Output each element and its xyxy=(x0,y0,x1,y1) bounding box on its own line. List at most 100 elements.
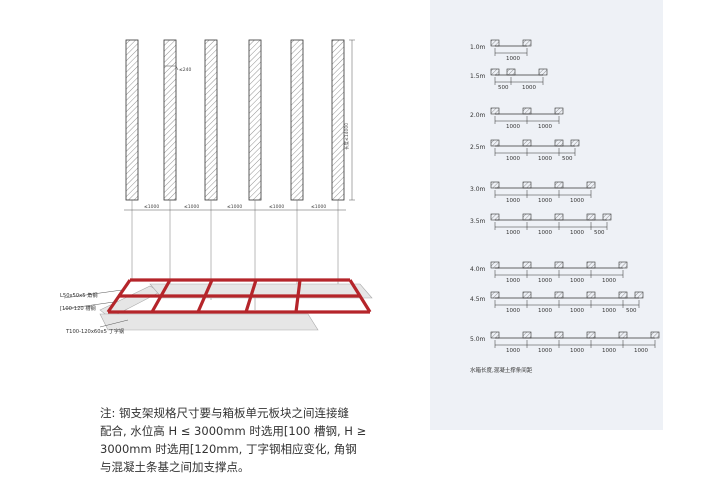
concrete-strip xyxy=(570,139,580,147)
spacing-3: ≤1000 xyxy=(227,204,242,210)
concrete-strip xyxy=(522,261,532,269)
dimension-value: 500 xyxy=(594,230,605,236)
concrete-strip xyxy=(554,291,564,299)
concrete-strip xyxy=(490,213,500,221)
concrete-strip xyxy=(538,68,548,76)
panel-5 xyxy=(290,39,304,201)
dimension-value: 1000 xyxy=(570,278,584,284)
dimension-value: 1000 xyxy=(506,348,520,354)
panel-columns xyxy=(125,39,345,201)
dimension-value: 1000 xyxy=(506,56,520,62)
gap-label: ≤240 xyxy=(179,67,191,73)
row-length-label: 4.5m xyxy=(470,296,486,303)
concrete-strip xyxy=(490,291,500,299)
dimension-value: 1000 xyxy=(602,308,616,314)
dimension-value: 1000 xyxy=(506,278,520,284)
panel-2 xyxy=(163,39,177,201)
spacing-2: ≤1000 xyxy=(184,204,199,210)
row-length-label: 4.0m xyxy=(470,266,486,273)
concrete-strip xyxy=(522,39,532,47)
row-length-label: 2.5m xyxy=(470,144,486,151)
angle-steel-label: L50x50x5 角钢 xyxy=(60,291,98,299)
dimension-value: 1000 xyxy=(538,278,552,284)
concrete-strip xyxy=(490,331,500,339)
channel-steel-label: [100-120 槽钢 xyxy=(60,304,96,312)
concrete-strip xyxy=(650,331,660,339)
dimension-value: 1000 xyxy=(506,198,520,204)
concrete-strip xyxy=(490,107,500,115)
concrete-strip xyxy=(586,261,596,269)
dimension-value: 500 xyxy=(626,308,637,314)
dimension-value: 1000 xyxy=(506,308,520,314)
concrete-strip xyxy=(618,291,628,299)
row-length-label: 1.0m xyxy=(470,44,486,51)
dimension-value: 500 xyxy=(498,85,509,91)
dimension-value: 1000 xyxy=(602,278,616,284)
concrete-strip xyxy=(586,331,596,339)
concrete-strip xyxy=(522,181,532,189)
concrete-strip xyxy=(618,261,628,269)
row-length-label: 5.0m xyxy=(470,336,486,343)
steel-frame-diagram: ≤240 长度≤14000 ≤1000 ≤1000 ≤1000 ≤1000 ≤1… xyxy=(60,39,373,335)
dimension-value: 1000 xyxy=(570,348,584,354)
dimension-value: 1000 xyxy=(602,348,616,354)
dimension-value: 1000 xyxy=(522,85,536,91)
note-line-2: 配合, 水位高 H ≤ 3000mm 时选用[100 槽钢, H ≥ xyxy=(100,424,367,438)
dimension-value: 1000 xyxy=(538,156,552,162)
spacing-diagram: 1.0m 1000 1.5m 500 1000 2.0m 1000 1000 2.5m 1000 1… xyxy=(470,39,660,374)
dimension-value: 1000 xyxy=(506,124,520,130)
dimension-value: 1000 xyxy=(570,308,584,314)
concrete-strip xyxy=(522,139,532,147)
concrete-strip xyxy=(602,213,612,221)
concrete-strip xyxy=(490,261,500,269)
concrete-strip xyxy=(522,107,532,115)
concrete-strip xyxy=(506,68,516,76)
note-line-1: 注: 钢支架规格尺寸要与箱板单元板块之间连接缝 xyxy=(100,406,350,420)
concrete-strip xyxy=(490,139,500,147)
spacing-5: ≤1000 xyxy=(311,204,326,210)
dimension-value: 1000 xyxy=(538,198,552,204)
note-line-4: 与混凝土条基之间加支撑点。 xyxy=(100,460,250,474)
panel-1 xyxy=(125,39,139,201)
dimension-value: 1000 xyxy=(538,124,552,130)
row-length-label: 3.0m xyxy=(470,186,486,193)
spacing-4: ≤1000 xyxy=(269,204,284,210)
dimension-value: 1000 xyxy=(538,230,552,236)
concrete-strip xyxy=(490,68,500,76)
spacing-panel: 1.0m 1000 1.5m 500 1000 2.0m 1000 1000 2.5m 1000 1… xyxy=(430,0,663,430)
concrete-strip xyxy=(522,291,532,299)
note-line-3: 3000mm 时选用[120mm, 丁字钢相应变化, 角钢 xyxy=(100,442,357,456)
spacing-caption: 水箱长度,混凝土撑条间距 xyxy=(470,366,533,374)
callout-labels: L50x50x5 角钢 [100-120 槽钢 T100-120x60x5 丁字… xyxy=(60,291,124,335)
dimension-value: 1000 xyxy=(506,156,520,162)
concrete-strip xyxy=(586,213,596,221)
callout-leaders xyxy=(63,289,129,328)
dimension-value: 1000 xyxy=(538,308,552,314)
concrete-strip xyxy=(618,331,628,339)
dimension-value: 500 xyxy=(562,156,573,162)
concrete-strip xyxy=(586,181,596,189)
height-label: 长度≤14000 xyxy=(343,123,350,150)
concrete-strip xyxy=(490,181,500,189)
spacing-1: ≤1000 xyxy=(144,204,159,210)
dimension-value: 1000 xyxy=(538,348,552,354)
dimension-value: 1000 xyxy=(634,348,648,354)
concrete-strip xyxy=(586,291,596,299)
concrete-strip xyxy=(554,213,564,221)
concrete-strip xyxy=(522,213,532,221)
note-text: 注: 钢支架规格尺寸要与箱板单元板块之间连接缝 配合, 水位高 H ≤ 3000… xyxy=(100,404,420,476)
dimension-value: 1000 xyxy=(506,230,520,236)
concrete-strip xyxy=(554,107,564,115)
concrete-strip xyxy=(554,139,564,147)
panel-6 xyxy=(331,39,345,201)
concrete-strip xyxy=(522,331,532,339)
tbar-steel-label: T100-120x60x5 丁字钢 xyxy=(65,327,124,335)
spacing-labels: ≤1000 ≤1000 ≤1000 ≤1000 ≤1000 xyxy=(144,204,326,210)
panel-3 xyxy=(204,39,218,201)
concrete-strip xyxy=(634,291,644,299)
row-length-label: 2.0m xyxy=(470,112,486,119)
concrete-strip xyxy=(554,331,564,339)
steel-frame xyxy=(106,278,372,314)
row-length-label: 1.5m xyxy=(470,73,486,80)
concrete-strip xyxy=(554,261,564,269)
